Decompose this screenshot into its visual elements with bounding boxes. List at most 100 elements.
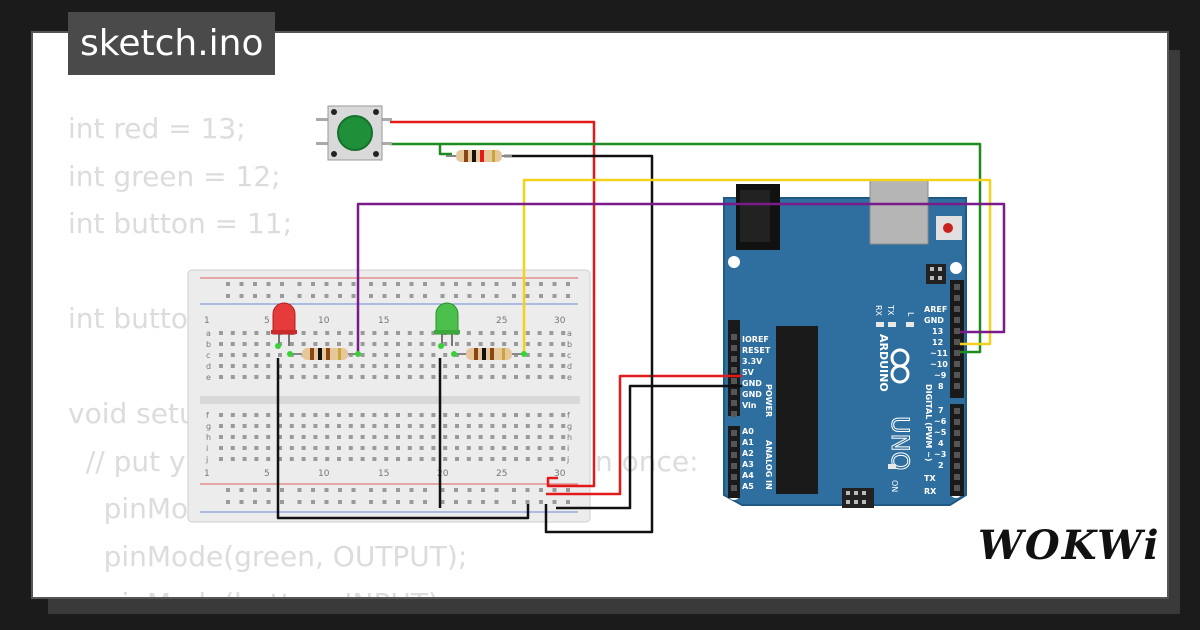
pin-label: A1 (742, 438, 754, 447)
column-number: 5 (264, 316, 270, 326)
column-number: 25 (496, 469, 507, 479)
code-line: pinMode(green, OUTPUT); (68, 539, 468, 573)
column-number: 20 (437, 469, 449, 479)
tx-label: TX (886, 304, 895, 316)
row-letter: d (206, 362, 211, 371)
row-letter: b (206, 340, 211, 349)
pin-label: Vin (742, 401, 757, 410)
code-background: int red = 13;int green = 12;int button =… (68, 105, 699, 597)
pin-label: IOREF (742, 335, 769, 344)
row-letter: g (567, 422, 572, 431)
resistor-red-led[interactable] (290, 348, 358, 360)
row-letter: e (567, 373, 572, 382)
pin-label: GND (742, 390, 762, 399)
pin-label: ~5 (934, 428, 947, 437)
pin-label: 12 (932, 338, 943, 347)
row-letter: j (566, 455, 569, 464)
red-led[interactable] (271, 302, 297, 357)
resistor-green-led[interactable] (454, 348, 524, 360)
black-wire-arduino-gnd (556, 384, 742, 510)
usb-port (869, 179, 929, 245)
purple-wire-pin13 (356, 202, 1006, 354)
column-number: 10 (318, 316, 330, 326)
sketch-title: sketch.ino (68, 12, 276, 75)
row-letter: c (206, 351, 210, 360)
row-letter: b (567, 340, 572, 349)
red-wire-button (390, 120, 596, 488)
pin-label: 5V (742, 368, 755, 377)
pin-label: TX (924, 474, 936, 483)
resistor-button[interactable] (446, 150, 512, 162)
resistor-lead-dots (355, 351, 527, 357)
push-button[interactable] (316, 105, 392, 161)
column-number: 30 (554, 316, 566, 326)
row-letter: a (206, 329, 211, 338)
pin-label: ~6 (934, 417, 947, 426)
pin-label: 3.3V (742, 357, 763, 366)
row-letter: j (205, 455, 208, 464)
code-line: int butto (68, 302, 189, 335)
pin-label: A3 (742, 460, 754, 469)
pin-label: ~10 (930, 360, 948, 369)
breadboard-row-letters: a b c d e f g h i j a b c d e f g h i j (205, 329, 572, 464)
code-line: pinMo (68, 492, 189, 525)
reset-button[interactable] (943, 223, 953, 233)
pin-label: 2 (938, 461, 944, 470)
pin-label: GND (742, 379, 762, 388)
pin-label: AREF (924, 305, 947, 314)
wires (276, 120, 1006, 534)
uno-model: UNO (886, 416, 914, 470)
row-letter: f (567, 411, 570, 420)
arduino-uno-board[interactable]: IOREF RESET 3.3V 5V GND GND Vin A0 A1 A2… (723, 179, 967, 508)
code-line: int button = 11; (68, 207, 293, 240)
green-led[interactable] (434, 302, 460, 357)
row-letter: i (206, 444, 208, 453)
code-line: int red = 13; (68, 112, 246, 145)
column-number: 15 (378, 469, 389, 479)
green-wire-pin12 (390, 142, 452, 156)
row-letter: d (567, 362, 572, 371)
pin-label: A0 (742, 427, 754, 436)
arduino-brand: ARDUINO (877, 334, 890, 392)
pin-label: 13 (932, 327, 943, 336)
row-letter: h (567, 433, 572, 442)
analog-label: ANALOG IN (764, 440, 773, 490)
code-line: pinMode(button, INPUT); (68, 580, 699, 597)
digital-label: DIGITAL (PWM ~) (924, 384, 933, 462)
pin-label: ~3 (934, 450, 946, 459)
wokwi-logo: WOKWi (978, 522, 1161, 569)
row-letter: g (206, 422, 211, 431)
row-letter: i (567, 444, 569, 453)
breadboard-holes (219, 282, 570, 504)
yellow-wire-pin12 (522, 178, 992, 354)
arduino-infinity-logo (890, 348, 910, 384)
breadboard-column-numbers-bottom: 1 5 10 15 20 25 30 (204, 469, 566, 479)
pin-label: 7 (938, 406, 944, 415)
column-number: 1 (204, 316, 210, 326)
pin-label: A2 (742, 449, 754, 458)
black-wire-led-gnd (276, 358, 530, 520)
pin-label: ~11 (930, 349, 948, 358)
column-number: 5 (264, 469, 270, 479)
pin-label: ~9 (934, 371, 947, 380)
black-wire-button-gnd (504, 154, 654, 534)
pin-label: 8 (938, 382, 944, 391)
row-letter: e (206, 373, 211, 382)
on-label: ON (890, 480, 899, 492)
red-wire-5v (546, 374, 742, 496)
pin-label: A4 (742, 471, 754, 480)
code-line: // put y n once: (85, 444, 699, 478)
l-label: L (906, 312, 915, 317)
pin-label: GND (924, 316, 944, 325)
row-letter: a (567, 329, 572, 338)
pin-label: A5 (742, 482, 754, 491)
atmega-chip (776, 326, 818, 494)
pin-label: RX (924, 487, 937, 496)
column-number: 30 (554, 469, 566, 479)
breadboard[interactable]: 1 5 10 15 20 25 30 1 5 10 15 20 25 30 a … (187, 269, 591, 523)
power-label: POWER (764, 384, 773, 417)
column-number: 15 (378, 316, 389, 326)
column-number: 25 (496, 316, 507, 326)
pin-label: RESET (742, 346, 771, 355)
